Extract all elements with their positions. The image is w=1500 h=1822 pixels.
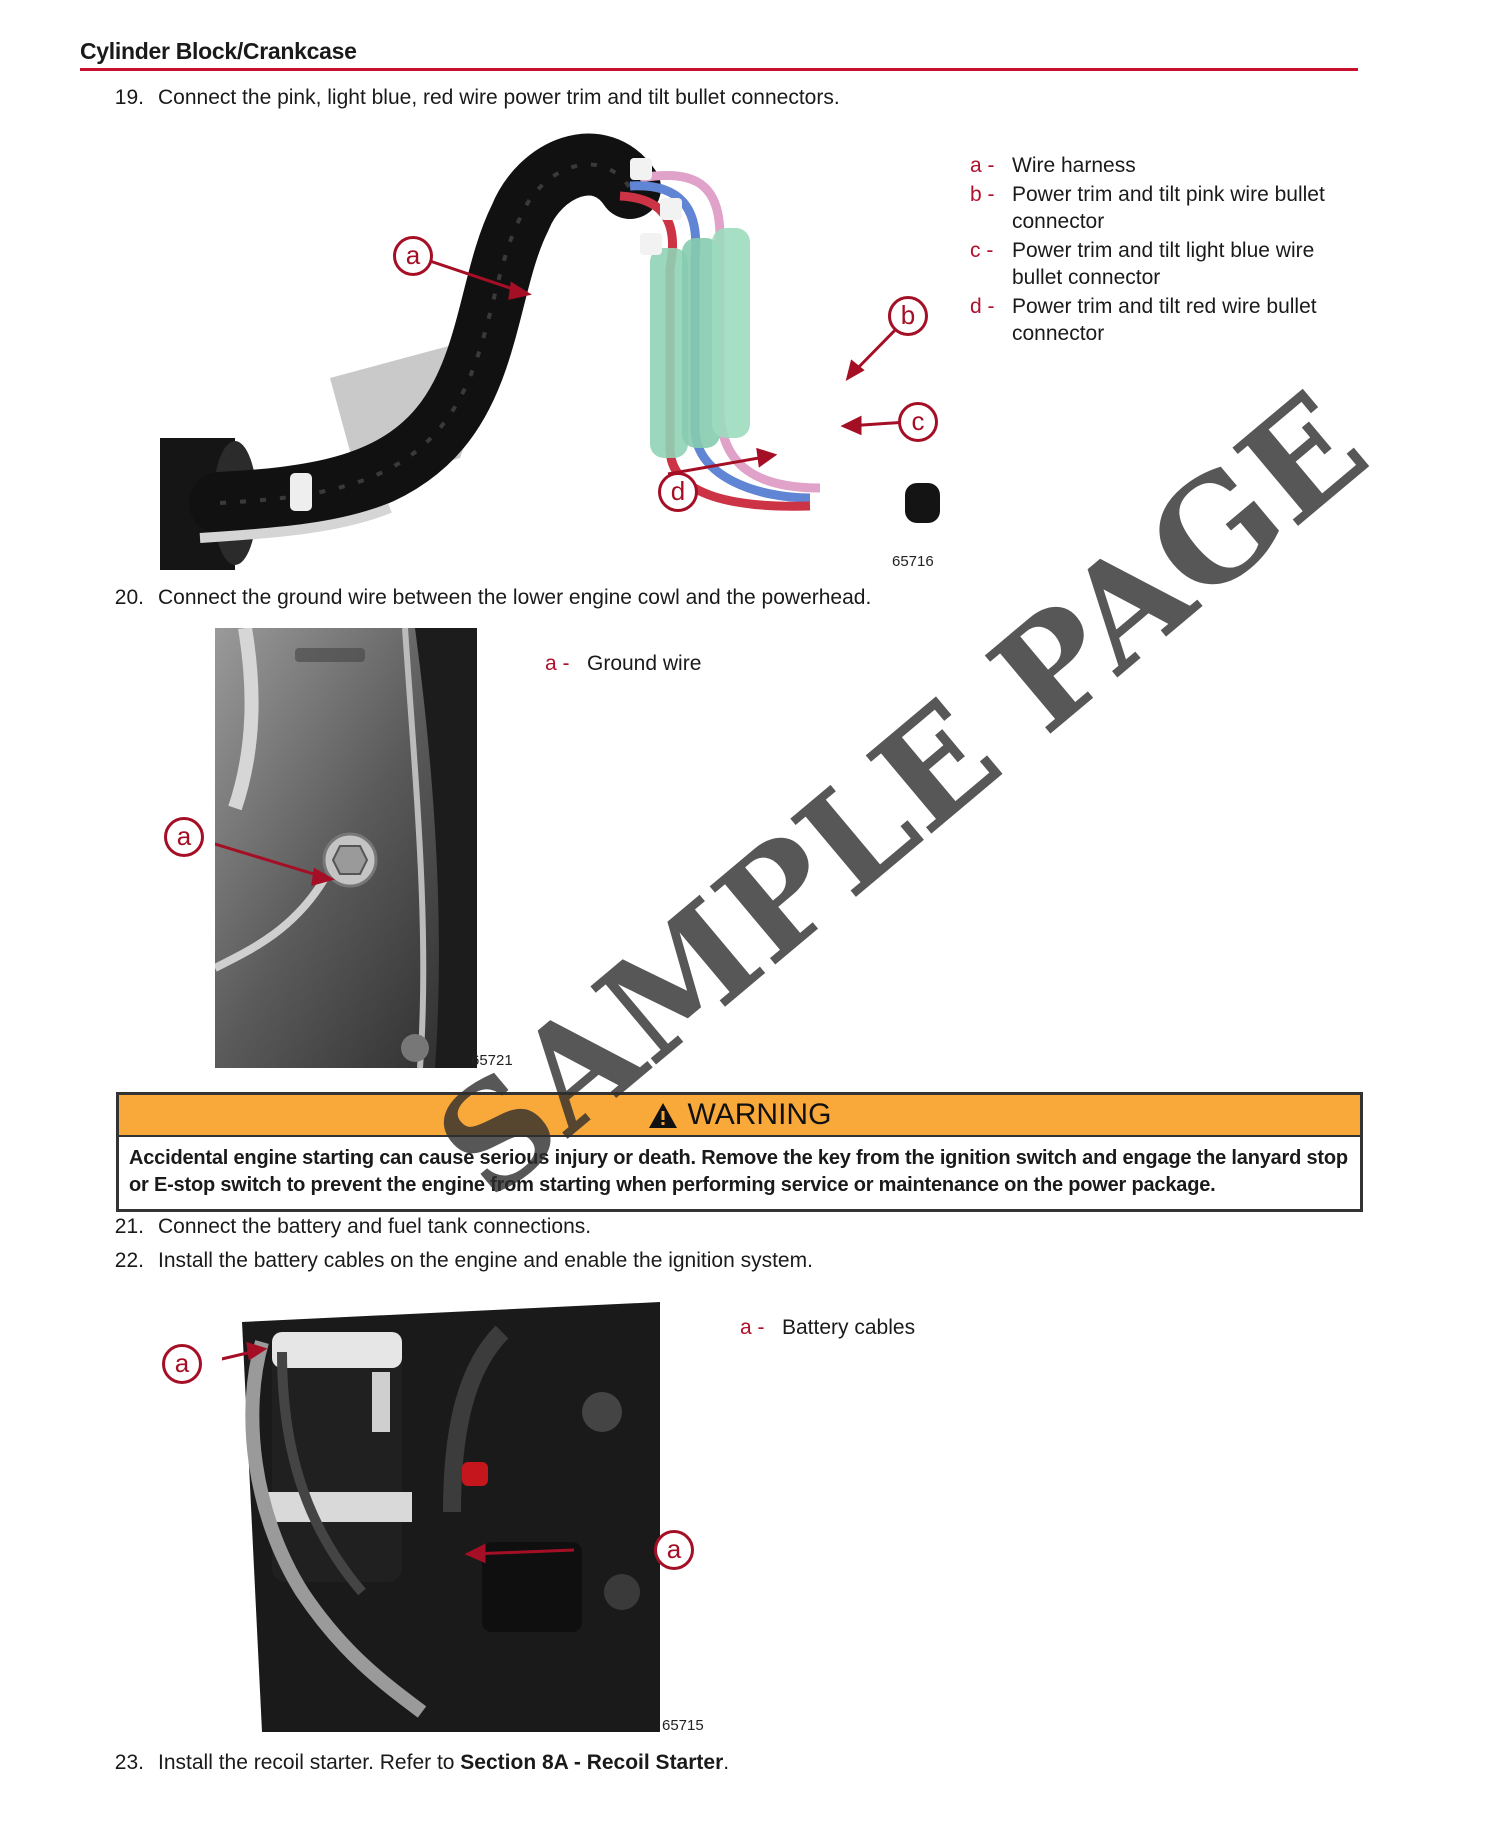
- callout-d: d: [658, 472, 698, 512]
- figure-legend: a -Ground wire: [545, 650, 945, 679]
- battery-cables-photo: [222, 1292, 660, 1732]
- step-text: Connect the pink, light blue, red wire p…: [158, 86, 840, 109]
- legend-item: a -Battery cables: [740, 1316, 916, 1339]
- figure-number: 65721: [471, 1052, 513, 1069]
- step-22: 22. Install the battery cables on the eng…: [104, 1248, 813, 1274]
- step-21: 21. Connect the battery and fuel tank con…: [104, 1214, 591, 1240]
- legend-item: b -Power trim and tilt pink wire bullet …: [970, 183, 1325, 233]
- figure-legend: a -Battery cables: [740, 1314, 1140, 1343]
- step-number: 22.: [114, 1249, 144, 1272]
- legend-item: d -Power trim and tilt red wire bullet c…: [970, 295, 1317, 345]
- callout-a: a: [162, 1344, 202, 1384]
- step-number: 23.: [114, 1751, 144, 1774]
- warning-title: WARNING: [687, 1098, 832, 1131]
- step-text: Install the battery cables on the engine…: [158, 1249, 813, 1272]
- step-text: Install the recoil starter. Refer to: [158, 1751, 461, 1774]
- step-number: 21.: [114, 1215, 144, 1238]
- step-number: 19.: [114, 86, 144, 109]
- legend-item: a -Wire harness: [970, 154, 1136, 177]
- step-23: 23.Install the recoil starter. Refer to …: [104, 1750, 729, 1776]
- callout-c: c: [898, 402, 938, 442]
- step-text-end: .: [723, 1751, 730, 1774]
- warning-header: WARNING: [119, 1095, 1360, 1137]
- step-number: 20.: [114, 586, 144, 609]
- figure-number: 65715: [662, 1717, 704, 1734]
- warning-box: WARNING Accidental engine starting can c…: [116, 1092, 1363, 1212]
- callout-b: b: [888, 296, 928, 336]
- wire-harness-photo: [160, 128, 940, 570]
- step-text: Connect the ground wire between the lowe…: [158, 586, 872, 609]
- section-reference: Section 8A - Recoil Starter: [460, 1751, 724, 1774]
- legend-item: c -Power trim and tilt light blue wire b…: [970, 239, 1315, 289]
- callout-a: a: [393, 236, 433, 276]
- figure-legend: a -Wire harness b -Power trim and tilt p…: [970, 152, 1360, 349]
- page-header-title: Cylinder Block/Crankcase: [80, 38, 357, 64]
- step-20: 20. Connect the ground wire between the l…: [104, 585, 872, 611]
- header-rule: [80, 68, 1358, 71]
- figure-number: 65716: [892, 553, 934, 570]
- step-19: 19. Connect the pink, light blue, red wir…: [104, 85, 840, 111]
- legend-item: a -Ground wire: [545, 652, 702, 675]
- callout-a: a: [654, 1530, 694, 1570]
- callout-a: a: [164, 817, 204, 857]
- step-text: Connect the battery and fuel tank connec…: [158, 1215, 592, 1238]
- warning-text: Accidental engine starting can cause ser…: [129, 1147, 1348, 1196]
- warning-triangle-icon: [648, 1103, 677, 1128]
- ground-wire-photo: [215, 628, 477, 1068]
